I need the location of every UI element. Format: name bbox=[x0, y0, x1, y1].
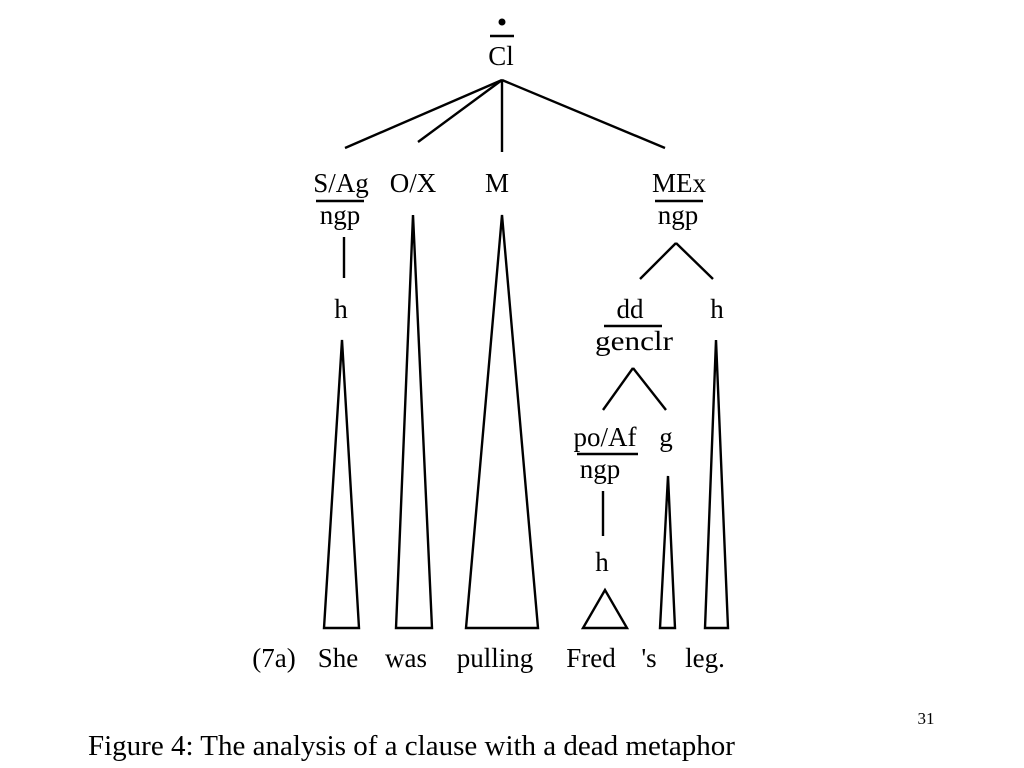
h-fred-label: h bbox=[595, 547, 609, 577]
po-af-label: po/Af bbox=[574, 422, 637, 452]
branch-mex-to-dd bbox=[639, 242, 677, 280]
example-number: (7a) bbox=[252, 643, 295, 673]
root-label: Cl bbox=[488, 41, 514, 71]
dd-class-label: genclr bbox=[595, 326, 673, 356]
word-fred: Fred bbox=[566, 643, 616, 673]
branch-root-to-o-x bbox=[417, 79, 503, 143]
mex-label: MEx bbox=[652, 168, 707, 198]
triangle-leg bbox=[703, 339, 730, 630]
figure-caption: Figure 4: The analysis of a clause with … bbox=[88, 730, 735, 762]
branch-dd-to-po-af bbox=[602, 367, 634, 411]
triangle-she bbox=[322, 339, 361, 630]
branch-root-to-mex bbox=[501, 78, 666, 150]
s-ag-class-label: ngp bbox=[320, 200, 361, 230]
branch-root-to-s-ag bbox=[344, 78, 503, 150]
word-was: was bbox=[385, 643, 427, 673]
word-pulling: pulling bbox=[457, 643, 534, 673]
branch-mex-to-h bbox=[675, 242, 714, 280]
root-dot bbox=[498, 18, 506, 26]
word-leg: leg. bbox=[685, 643, 725, 673]
triangle-was bbox=[394, 214, 434, 630]
g-label: g bbox=[659, 422, 673, 452]
dd-label: dd bbox=[617, 294, 645, 324]
h-leg-label: h bbox=[710, 294, 724, 324]
branch-dd-to-g bbox=[632, 367, 667, 411]
po-af-class-label: ngp bbox=[580, 454, 621, 484]
page-number: 31 bbox=[918, 709, 935, 728]
o-x-label: O/X bbox=[390, 168, 437, 198]
triangle-pulling bbox=[464, 214, 540, 630]
word-s: 's bbox=[641, 643, 656, 673]
triangle-s bbox=[658, 475, 677, 630]
h-she-label: h bbox=[334, 294, 348, 324]
s-ag-label: S/Ag bbox=[313, 168, 369, 198]
m-label: M bbox=[485, 168, 509, 198]
word-she: She bbox=[318, 643, 359, 673]
mex-class-label: ngp bbox=[658, 200, 699, 230]
triangle-fred bbox=[580, 587, 630, 630]
